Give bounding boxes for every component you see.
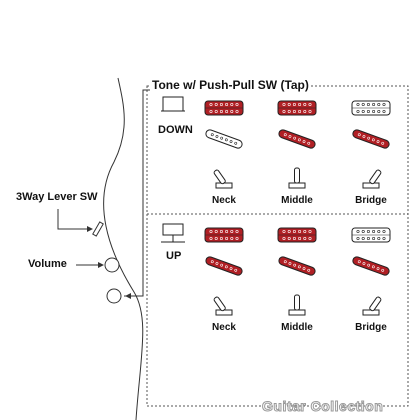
lever-icon-neck [215,309,233,316]
single-coil-bridge [352,256,390,276]
lever-icon-bridge [362,182,380,189]
diagram-title: Tone w/ Push-Pull SW (Tap) [150,78,311,92]
volume-knob [104,257,120,273]
lever-switch-icon [92,221,104,237]
position-label-bridge: Bridge [355,195,387,206]
control-box [146,85,409,407]
lever-icon-neck [215,182,233,189]
guitar-body-outline [103,77,144,420]
single-coil-middle [278,129,316,149]
lever-icon-middle [288,182,306,189]
position-label-bridge-up: Bridge [355,322,387,333]
lever-icon-bridge [362,309,380,316]
single-coil-neck [205,256,243,276]
lever-icon-middle [288,309,306,316]
position-label-middle-up: Middle [281,322,313,333]
knob-up-icon [162,223,184,236]
single-coil-neck [205,129,243,149]
volume-label: Volume [28,258,67,270]
tone-connector [124,89,150,297]
lever-switch-label: 3Way Lever SW [16,191,98,203]
knob-down-icon [162,96,184,112]
position-label-neck-up: Neck [212,322,236,333]
watermark: Guitar Collection [261,398,384,415]
state-label-down: DOWN [158,124,193,136]
tone-knob [106,288,122,304]
single-coil-middle [278,256,316,276]
lever-arrow [57,209,90,230]
position-label-neck: Neck [212,195,236,206]
position-label-middle: Middle [281,195,313,206]
state-label-up: UP [166,250,182,262]
single-coil-bridge [352,129,390,149]
